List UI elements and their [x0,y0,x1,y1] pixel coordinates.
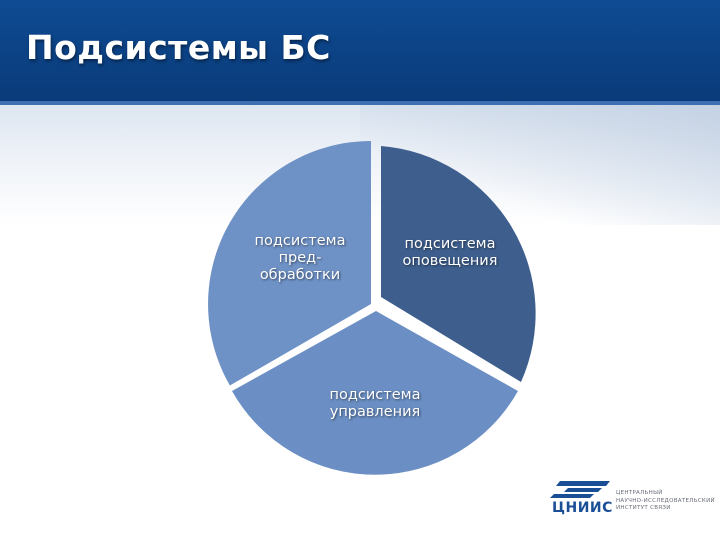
organization-logo: ЦНИИС ЦЕНТРАЛЬНЫЙ НАУЧНО-ИССЛЕДОВАТЕЛЬСК… [550,480,715,525]
segment-control [232,311,518,475]
slide-title: Подсистемы БС [26,28,331,67]
segment-label-line: пред- [278,250,322,266]
segment-preprocessing [208,141,371,386]
segment-label-line: оповещения [402,253,498,269]
segment-label-preprocessing: подсистема пред- обработки [235,233,365,284]
segment-label-notification: подсистема оповещения [385,236,515,270]
segment-label-line: подсистема [329,387,421,403]
logo-abbreviation: ЦНИИС [552,500,613,516]
logo-org-line: ЦЕНТРАЛЬНЫЙ [616,490,663,496]
logo-org-line: НАУЧНО-ИССЛЕДОВАТЕЛЬСКИЙ [616,497,715,504]
segment-label-line: подсистема [404,236,496,252]
segment-notification [381,146,536,382]
segment-label-line: обработки [259,267,341,283]
logo-org-line: ИНСТИТУТ СВЯЗИ [616,505,671,511]
segment-label-line: подсистема [254,233,346,249]
segment-label-control: подсистема управления [310,387,440,421]
logo-organization-name: ЦЕНТРАЛЬНЫЙ НАУЧНО-ИССЛЕДОВАТЕЛЬСКИЙ ИНС… [616,490,716,513]
title-bar-edge [0,101,720,105]
logo-mark-icon [550,481,610,498]
segment-label-line: управления [329,404,421,420]
title-bar: Подсистемы БС [0,0,720,105]
